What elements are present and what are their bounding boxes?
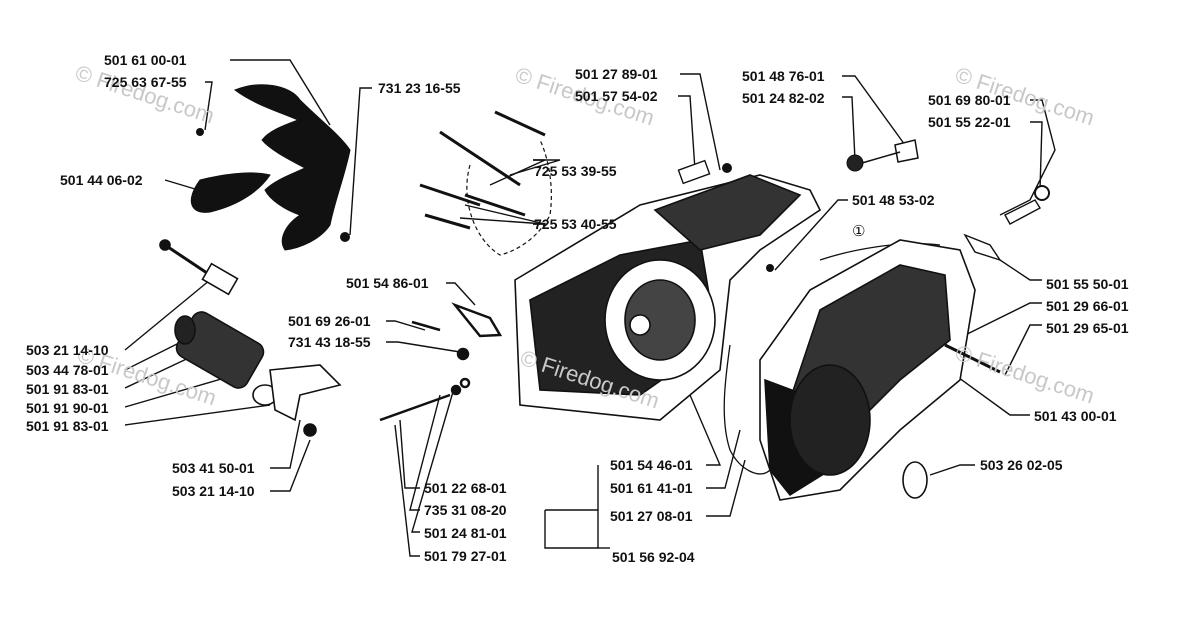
part-label: 501 61 41-01 — [610, 480, 693, 496]
screw-part — [196, 128, 204, 136]
leader-line — [689, 394, 722, 466]
part-label: 501 54 46-01 — [610, 457, 693, 473]
part-label: 501 48 76-01 — [742, 68, 825, 84]
part-label: 501 27 89-01 — [575, 66, 658, 82]
washer-part — [902, 461, 928, 499]
leader-line — [386, 341, 461, 353]
leader-line — [124, 354, 196, 389]
part-label: 501 91 83-01 — [26, 418, 109, 434]
part-label: 503 26 02-05 — [980, 457, 1063, 473]
part-label: 731 23 16-55 — [378, 80, 461, 96]
part-label: 725 63 67-55 — [104, 74, 187, 90]
part-label: 501 69 26-01 — [288, 313, 371, 329]
part-label: 735 31 08-20 — [424, 502, 507, 518]
gasket-outline — [723, 344, 771, 475]
part-label: 501 69 80-01 — [928, 92, 1011, 108]
part-label: 725 53 40-55 — [534, 216, 617, 232]
part-label: 503 21 14-10 — [26, 342, 109, 358]
part-label: 501 61 00-01 — [104, 52, 187, 68]
leader-line — [394, 424, 420, 557]
leader-line — [842, 75, 906, 146]
leader-line — [409, 394, 441, 511]
crankcase-left-part — [514, 174, 822, 421]
bolt-set-middle — [379, 302, 503, 422]
part-label: 501 57 54-02 — [575, 88, 658, 104]
part-label: 503 41 50-01 — [172, 460, 255, 476]
leader-line — [678, 95, 696, 171]
part-label: 501 22 68-01 — [424, 480, 507, 496]
leader-line — [270, 439, 311, 492]
leader-line — [124, 279, 211, 351]
part-label: 501 48 53-02 — [852, 192, 935, 208]
part-label: 503 21 14-10 — [172, 483, 255, 499]
screw-part — [340, 232, 350, 242]
part-label: 501 91 90-01 — [26, 400, 109, 416]
part-label: 501 55 50-01 — [1046, 276, 1129, 292]
leader-line — [706, 459, 746, 517]
leader-line — [774, 199, 848, 271]
screw-part — [766, 264, 774, 272]
gasket-part — [677, 159, 711, 185]
leader-line — [399, 419, 420, 489]
part-label: 501 24 81-01 — [424, 525, 507, 541]
leader-line — [270, 419, 301, 469]
leader-line — [411, 384, 456, 533]
part-label: 725 53 39-55 — [534, 163, 617, 179]
part-label: 501 56 92-04 — [612, 549, 695, 565]
part-label: 501 24 82-02 — [742, 90, 825, 106]
leader-line — [204, 81, 213, 131]
leader-line — [706, 429, 741, 489]
part-label: 501 44 06-02 — [60, 172, 143, 188]
leader-line — [1030, 121, 1043, 191]
grommet-part — [846, 154, 864, 172]
part-label: 501 29 66-01 — [1046, 298, 1129, 314]
leader-line — [124, 339, 186, 371]
leader-bracket — [544, 509, 599, 549]
bolt-part — [944, 343, 1001, 374]
leader-line — [386, 320, 426, 331]
leader-line — [842, 96, 856, 161]
leader-line — [999, 99, 1056, 216]
part-label: 501 27 08-01 — [610, 508, 693, 524]
part-label: 501 29 65-01 — [1046, 320, 1129, 336]
part-label: 501 43 00-01 — [1034, 408, 1117, 424]
part-label: 501 54 86-01 — [346, 275, 429, 291]
bracket-part — [963, 233, 1002, 262]
part-label: 731 43 18-55 — [288, 334, 371, 350]
leader-line — [446, 282, 476, 306]
leader-line — [230, 59, 331, 126]
bolt-set — [419, 110, 552, 256]
nut-part — [722, 163, 732, 173]
part-label: 501 55 22-01 — [928, 114, 1011, 130]
leader-line — [680, 73, 721, 171]
leader-line — [124, 374, 236, 408]
leader-line — [1004, 324, 1042, 376]
reference-mark: ① — [852, 222, 866, 240]
part-label: 503 44 78-01 — [26, 362, 109, 378]
crankcase-right-part — [759, 239, 976, 501]
leader-line — [349, 87, 372, 236]
leader-line — [124, 404, 271, 426]
leader-line — [929, 464, 975, 476]
part-label: 501 79 27-01 — [424, 548, 507, 564]
leader-line — [944, 302, 1042, 346]
grip-shield-part — [190, 84, 351, 251]
damper-assembly — [159, 239, 342, 437]
valve-part — [1004, 199, 1041, 225]
part-label: 501 91 83-01 — [26, 381, 109, 397]
washer-part — [1034, 185, 1050, 201]
plug-part — [861, 139, 919, 164]
